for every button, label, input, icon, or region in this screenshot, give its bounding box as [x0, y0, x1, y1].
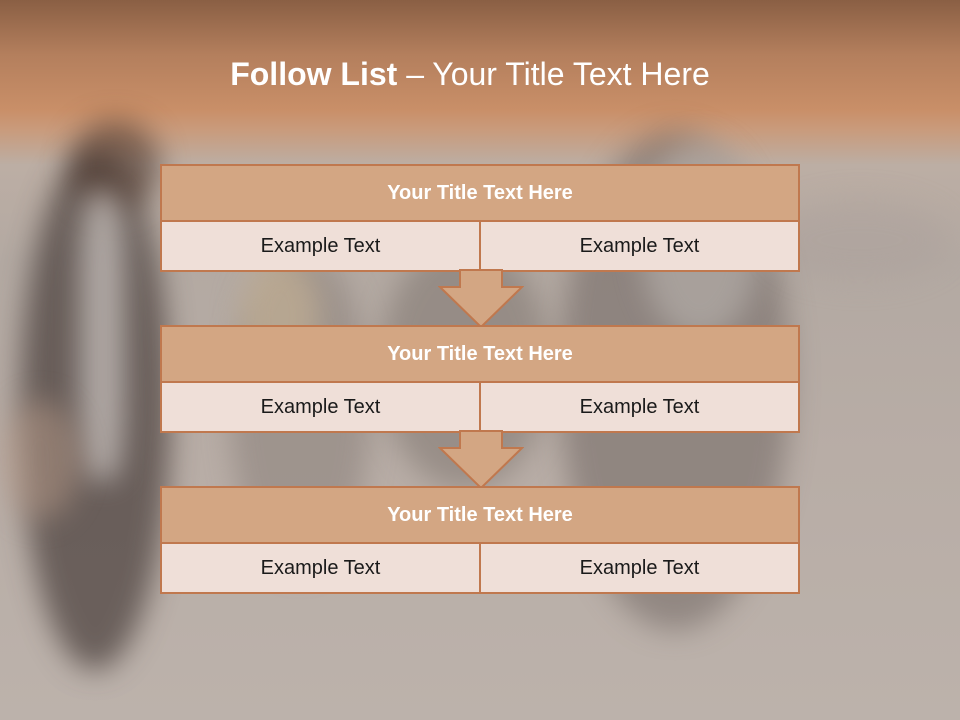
- box-cell-right[interactable]: Example Text: [479, 544, 798, 592]
- box-cell-right[interactable]: Example Text: [479, 383, 798, 431]
- slide-title-bold: Follow List: [230, 56, 398, 92]
- follow-box-3[interactable]: Your Title Text Here Example Text Exampl…: [160, 486, 800, 594]
- down-arrow-icon: [438, 269, 524, 329]
- box-row: Example Text Example Text: [162, 544, 798, 592]
- background-figure: [0, 400, 80, 520]
- box-title[interactable]: Your Title Text Here: [162, 166, 798, 222]
- box-cell-left[interactable]: Example Text: [260, 234, 381, 257]
- box-title[interactable]: Your Title Text Here: [162, 327, 798, 383]
- box-title[interactable]: Your Title Text Here: [162, 488, 798, 544]
- box-cell-left[interactable]: Example Text: [260, 556, 381, 579]
- down-arrow-icon: [438, 430, 524, 490]
- box-cell-left[interactable]: Example Text: [260, 395, 381, 418]
- box-cell-right[interactable]: Example Text: [479, 222, 798, 270]
- background-figure: [770, 200, 950, 280]
- box-row: Example Text Example Text: [162, 222, 798, 270]
- slide-title-rest: – Your Title Text Here: [397, 56, 710, 92]
- follow-box-1[interactable]: Your Title Text Here Example Text Exampl…: [160, 164, 800, 272]
- background-figure: [80, 190, 125, 480]
- follow-box-2[interactable]: Your Title Text Here Example Text Exampl…: [160, 325, 800, 433]
- slide-title[interactable]: Follow List – Your Title Text Here: [0, 56, 940, 93]
- box-row: Example Text Example Text: [162, 383, 798, 431]
